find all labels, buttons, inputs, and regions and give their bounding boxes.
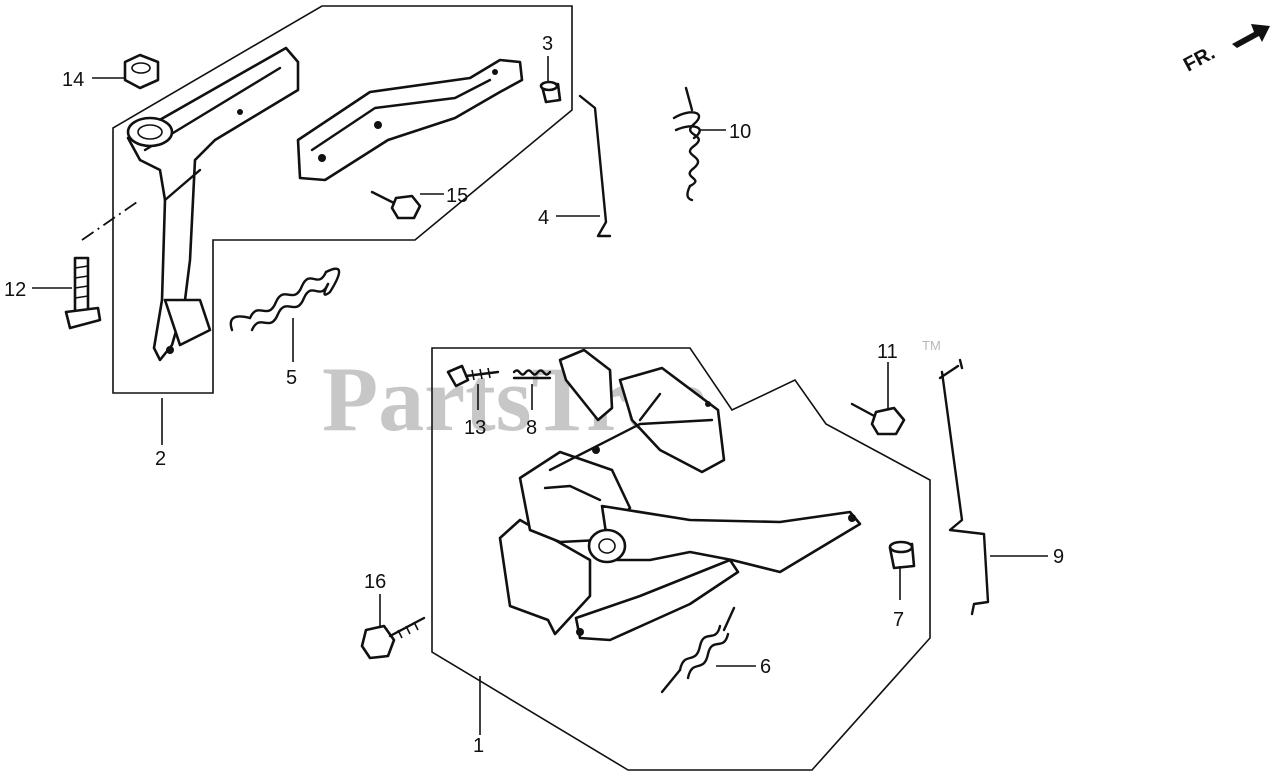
bolt-16 [360,616,426,660]
callout-11: 11 [877,341,898,363]
front-direction-label: FR. [1180,42,1219,77]
bolt-11 [850,402,906,436]
bolt-13 [446,364,500,388]
lower-group-outline [431,347,931,771]
spring-5 [229,267,341,332]
callout-12: 12 [4,279,26,301]
spring-10 [672,86,701,202]
collar-3 [539,80,562,104]
callout-14: 14 [62,69,84,91]
callout-10: 10 [729,121,751,143]
callout-3: 3 [542,33,553,55]
spring-8 [512,369,552,380]
callout-7: 7 [893,609,904,631]
control-plate-bracket [296,58,524,182]
callout-4: 4 [538,207,549,229]
collar-7 [888,540,916,570]
callout-13: 13 [464,417,486,439]
rod-9 [938,358,990,616]
watermark-trademark: TM [922,338,941,353]
front-direction-indicator: FR. [1180,24,1270,76]
leader-lines [32,56,1048,735]
upper-group-outline [112,5,573,394]
governor-arm-assembly [126,46,300,362]
control-base-assembly [498,348,862,642]
front-arrow-icon [1232,24,1270,48]
spring-6 [660,606,736,694]
callout-9: 9 [1053,546,1064,568]
rod-4 [578,94,612,238]
bolt-15 [370,190,422,220]
callout-5: 5 [286,367,297,389]
callout-16: 16 [364,571,386,593]
leader-dashed-12 [81,199,141,241]
callout-2: 2 [155,448,166,470]
callout-15: 15 [446,185,468,207]
callout-8: 8 [526,417,537,439]
callout-1: 1 [473,735,484,757]
flange-nut-14 [123,53,160,90]
callout-6: 6 [760,656,771,678]
bolt-12 [64,256,102,330]
